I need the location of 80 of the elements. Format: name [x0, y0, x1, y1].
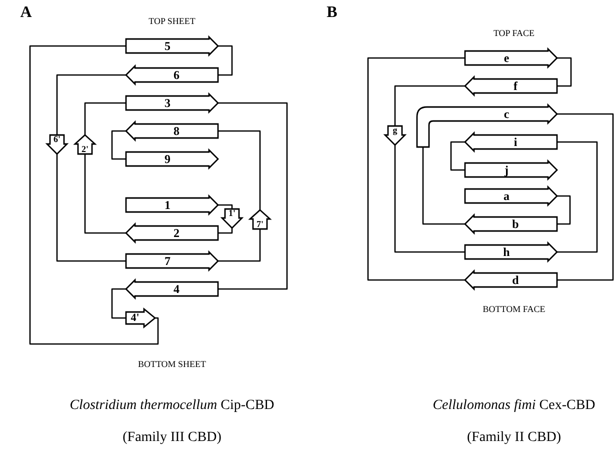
strand-label: 6': [52, 135, 62, 144]
beta-strand: [126, 37, 218, 55]
sheet-label: BOTTOM SHEET: [138, 359, 206, 369]
beta-strand: [465, 49, 557, 67]
beta-strand: [126, 309, 155, 327]
beta-strand: [47, 135, 67, 154]
beta-strand: [126, 94, 218, 112]
loop-line: [111, 288, 126, 319]
beta-strand: [465, 271, 557, 289]
beta-strand: [385, 126, 405, 145]
strand-label: i: [512, 136, 518, 148]
loop-line: [56, 154, 126, 262]
beta-strand: [465, 243, 557, 261]
loop-line: [218, 45, 233, 76]
sheet-label: BOTTOM FACE: [482, 304, 546, 314]
sheet-label: TOP SHEET: [148, 16, 196, 26]
strand-label: 2': [80, 145, 90, 154]
loop-line: [394, 85, 465, 126]
beta-strand: [75, 135, 95, 154]
strand-label: 5: [164, 40, 172, 52]
strand-label: 7': [255, 220, 264, 229]
strand-label: g: [392, 126, 398, 135]
strand-label: j: [503, 164, 510, 176]
loop-line: [29, 45, 159, 345]
beta-strand: [126, 150, 218, 168]
beta-strand: [465, 187, 557, 205]
strand-label: 2: [172, 227, 180, 239]
loop-line: [557, 195, 571, 225]
panel-letter: A: [20, 4, 32, 22]
strand-label: 4': [130, 312, 140, 324]
sheet-label: TOP FACE: [493, 28, 535, 38]
strand-label: 9: [164, 153, 172, 165]
loop-line: [218, 102, 288, 290]
beta-strand: [465, 161, 557, 179]
loop-line: [218, 130, 261, 210]
strand-label: a: [502, 190, 510, 202]
caption-text: Cellulomonas fimi Cex-CBD: [432, 398, 596, 414]
beta-strand: [222, 209, 242, 228]
loop-line: [422, 147, 465, 225]
beta-strand: [126, 196, 218, 214]
loop-line: [218, 228, 233, 234]
loop-line: [56, 74, 126, 135]
loop-line: [557, 57, 572, 87]
loop-line: [557, 113, 614, 281]
strand-label: d: [511, 274, 520, 286]
caption-text: (Family III CBD): [122, 430, 222, 446]
strand-label: b: [511, 218, 520, 230]
beta-strand: [126, 224, 218, 242]
strand-label: 6: [172, 69, 180, 81]
loop-line: [218, 204, 233, 209]
strand-label: 4: [172, 283, 180, 295]
strand-label: 1': [227, 209, 236, 218]
beta-strand: [465, 77, 557, 95]
strand-label: 7: [164, 255, 172, 267]
panel-letter: B: [326, 4, 338, 22]
loop-line: [84, 154, 126, 234]
beta-strand: [126, 280, 218, 298]
beta-strand: [465, 215, 557, 233]
loop-line: [367, 57, 465, 281]
strand-label: 1: [164, 199, 172, 211]
loop-line: [218, 229, 261, 262]
loop-line: [557, 141, 598, 253]
caption-text: Clostridium thermocellum Cip-CBD: [70, 398, 274, 414]
beta-strand: [250, 210, 270, 229]
strand-label: c: [502, 108, 510, 120]
strand-label: e: [502, 52, 510, 64]
loop-line: [394, 145, 465, 253]
beta-strand: [417, 105, 557, 147]
strand-label: f: [512, 80, 519, 92]
beta-strand: [126, 252, 218, 270]
beta-strand: [126, 66, 218, 84]
strand-label: 3: [164, 97, 172, 109]
beta-strand: [126, 122, 218, 140]
loop-line: [450, 141, 465, 171]
beta-strand: [465, 133, 557, 151]
strand-label: 8: [172, 125, 180, 137]
caption-text: (Family II CBD): [466, 430, 562, 446]
loop-line: [111, 130, 126, 160]
loop-line: [84, 102, 126, 135]
strand-label: h: [502, 246, 511, 258]
